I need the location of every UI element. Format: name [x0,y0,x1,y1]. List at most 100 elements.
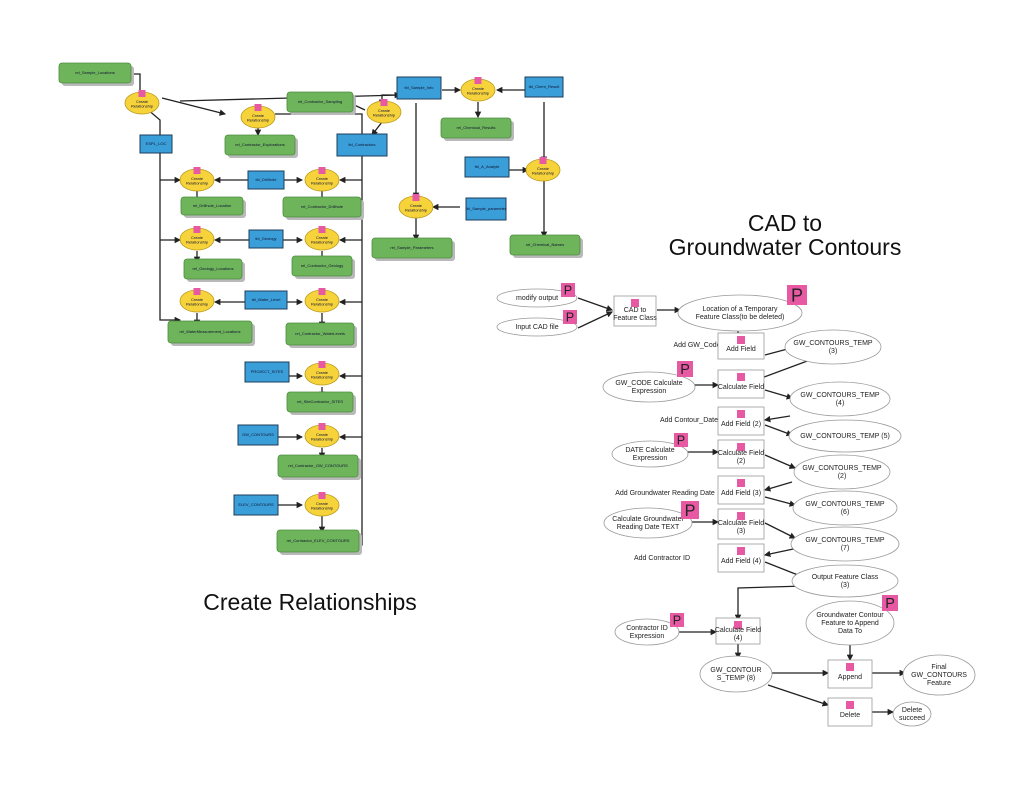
table-node-sample_param[interactable]: tbl_Sample_parameter [465,197,507,221]
table-node-sample_info[interactable]: tbl_Sample_Info [396,76,442,100]
hammer-icon [193,288,201,295]
parameter-box [882,595,898,611]
table-node-contractors[interactable]: tbl_Contractors [336,133,388,157]
output-node-r_contr_wl[interactable]: rel_Contractor_WaterLevels [285,322,357,348]
tool-append[interactable]: Append [827,659,873,689]
output-node-r_contr_geo[interactable]: rel_Contractor_Geology [291,255,355,279]
param-input-cad: P [563,310,577,324]
tool-calculate-field-4[interactable]: Calculate Field(4) [715,617,761,645]
tool-label-line: Relationship [311,239,334,244]
param-temp-location: P [787,285,807,305]
table-node-elev_contours[interactable]: ELEV_CONTOURS [233,494,279,516]
output-node-r_site_contr[interactable]: rel_SiteContractor_SITES [286,391,356,415]
output-node-r_contr_gw[interactable]: rel_Contractor_GW_CONTOURS [277,454,361,480]
tool-calculate-field[interactable]: Calculate Field [717,369,765,399]
output-gw-contours-temp-7[interactable]: GW_CONTOURS_TEMP(7) [790,526,900,562]
table-node-espl_loc[interactable]: ESPL_LOC [139,134,173,154]
table-node-chem_result[interactable]: tbl_Chem_Result [524,76,564,98]
output-node-r_contr_sampling[interactable]: rel_Contractor_Sampling [286,91,356,115]
tool-add-field-label: Add Field [726,346,756,353]
hammer-icon [318,361,326,368]
tool-delete[interactable]: Delete [827,697,873,727]
hammer-icon [380,99,388,106]
output-node-r_wm_loc[interactable]: rel_WaterMeasurement_Locations [167,320,255,346]
table-node-gw_contours[interactable]: GW_CONTOURS [237,424,279,446]
input-cad-file-label-line: Input CAD file [515,324,558,331]
output-node-r_chem_results[interactable]: rel_Chemical_Results [440,117,514,141]
output-node-r_chem_names[interactable]: rel_Chemical_Names [509,234,583,258]
tool-calculate-field-3[interactable]: Calculate Field(3) [717,508,765,540]
tool-calculate-field-2[interactable]: Calculate Field(2) [717,439,765,469]
output-node-r_sample_loc[interactable]: rel_Sample_Locations [58,62,134,86]
workflow-connector [767,684,830,707]
output-delete-succeed-label-line: Delete [902,707,922,714]
output-label-line: rel_Contractor_WaterLevels [295,331,345,336]
tool-calculate-field-3-label-line: Calculate Field [718,520,764,527]
output-node-r_dh_loc[interactable]: rel_Drillhole_Location [180,196,246,218]
input-modify-output[interactable]: modify output [496,288,578,308]
table-node-drillhole[interactable]: tbl_Drillhole [247,170,285,190]
tool-calculate-field-label-line: Calculate Field [718,384,764,391]
output-gw-contours-temp-3[interactable]: GW_CONTOURS_TEMP(3) [784,329,882,365]
tool-add-field-3-label: Add Field (3) [721,490,761,497]
output-box [276,529,360,553]
param-date: P [674,433,688,447]
table-node-water_level[interactable]: tbl_Water_Level [244,290,288,310]
tool-label-line: Relationship [373,112,396,117]
table-node-geology[interactable]: tbl_Geology [248,229,284,249]
variable-ellipse [792,490,898,526]
output-node-r_contr_elev[interactable]: rel_Contractor_ELEV_CONTOURS [276,529,362,555]
output-gw-contours-temp-4[interactable]: GW_CONTOURS_TEMP(4) [789,381,891,417]
output-gw-contours-temp-4-label-line: (4) [836,400,845,407]
output-node-r_sample_param[interactable]: rel_Sample_Parameters [371,237,455,261]
tool-add-field-3[interactable]: Add Field (3) [717,475,765,505]
output-gw-contours-temp-5[interactable]: GW_CONTOURS_TEMP (5) [788,419,902,453]
tool-add-field-4-label-line: Add Field (4) [721,558,761,565]
table-node-a_analyte[interactable]: tbl_A_Analyte [464,156,510,178]
output-gw-contours-temp-6[interactable]: GW_CONTOURS_TEMP(6) [792,490,898,526]
tool-add-field[interactable]: Add Field [717,332,765,360]
tool-label-line: Create [191,176,204,181]
output-node-r_contr_dh[interactable]: rel_Contractor_Drillhole [282,196,364,220]
table-node-project_sites[interactable]: PROJECT_SITES [244,361,290,383]
output-label: rel_Contractor_WaterLevels [295,331,345,336]
input-cad-file[interactable]: Input CAD file [496,317,578,337]
table-label: tbl_A_Analyte [475,164,500,169]
output-feature-class-3[interactable]: Output Feature Class(3) [791,564,899,598]
output-node-r_contr_expl[interactable]: rel_Contractor_Explorations [224,134,298,158]
tool-add-field-2-label-line: Add Field (2) [721,421,761,428]
tool-add-field-2[interactable]: Add Field (2) [717,406,765,436]
output-gw-contours-temp-8-label-line: GW_CONTOUR [710,667,761,674]
hammer-icon [318,167,326,174]
input-append-target-label-line: Groundwater Contour [816,612,884,619]
table-label: tbl_Water_Level [252,297,281,302]
tool-add-field-4[interactable]: Add Field (4) [717,543,765,573]
output-node-r_geo_loc[interactable]: rel_Geology_Locations [183,258,245,282]
output-gw-contours-temp-2[interactable]: GW_CONTOURS_TEMP(2) [793,454,891,490]
